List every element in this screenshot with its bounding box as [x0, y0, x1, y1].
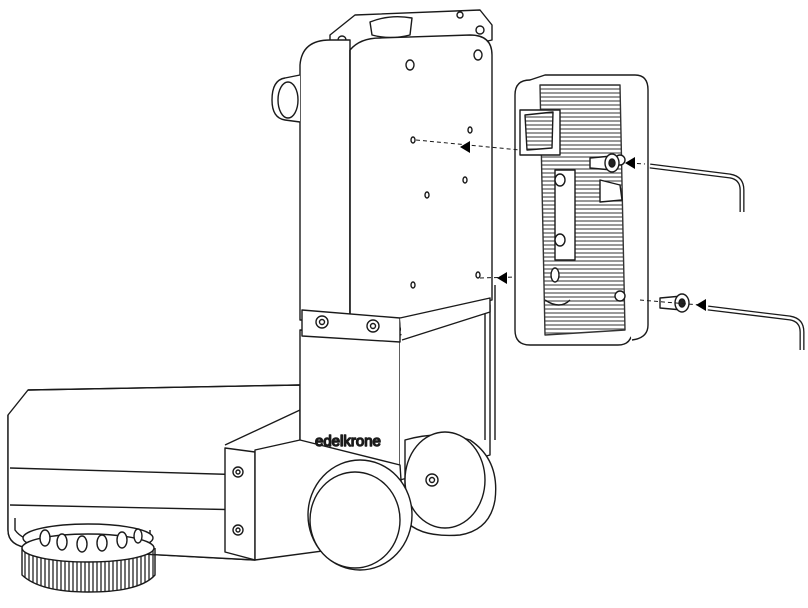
brand-logo-text: edelkrone [315, 433, 381, 450]
tilt-joint [254, 431, 497, 571]
arrow-lower-plate [497, 272, 507, 284]
lower-hex-key [707, 305, 805, 350]
guide-line-lower-plate [479, 276, 516, 279]
arrow-upper-screw [625, 157, 635, 169]
battery-v-mount-plate [514, 74, 649, 346]
mount-hole-lower-right [475, 271, 481, 279]
guide-line-lower-key [639, 299, 701, 306]
motion-head-body [271, 9, 493, 343]
upper-hex-key [649, 163, 745, 212]
arrow-upper-plate [460, 141, 470, 153]
lower-screw [659, 293, 690, 313]
base-knurled-mount [14, 518, 156, 593]
assembly-arrows [460, 141, 706, 311]
arrow-lower-screw [696, 299, 706, 311]
upper-screw [589, 153, 620, 173]
mount-hole-upper-left [410, 136, 416, 144]
base-unit [7, 384, 301, 561]
